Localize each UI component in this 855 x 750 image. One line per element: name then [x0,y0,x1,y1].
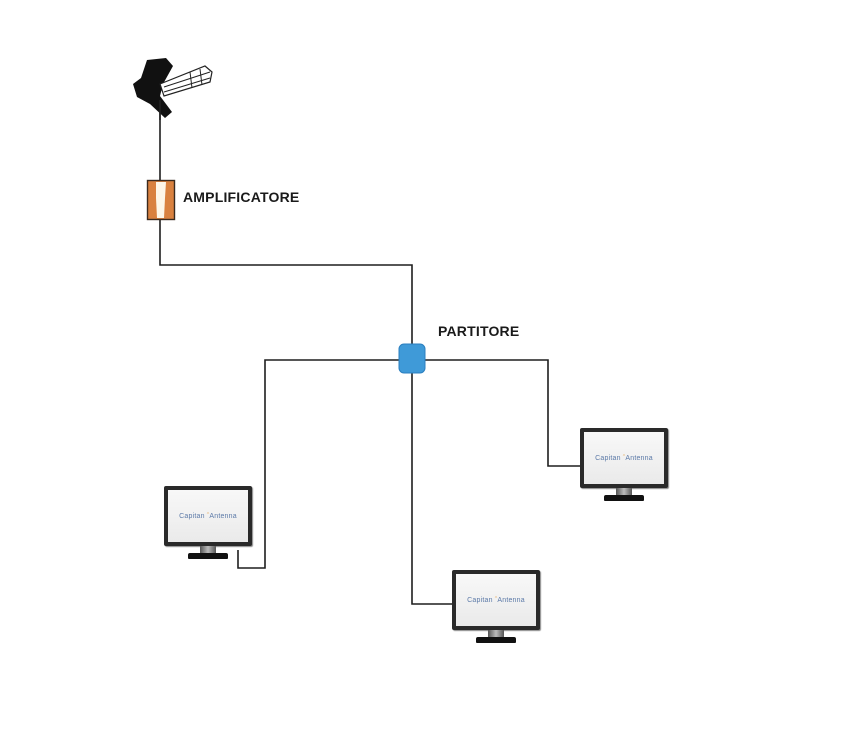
monitor-stand [604,495,644,501]
monitor-stand [476,637,516,643]
splitter-label: PARTITORE [438,323,520,339]
monitor-screen: Capitan ˆAntenna [584,432,664,484]
brand-accent: ˆ [622,454,626,462]
monitor-screen: Capitan ˆAntenna [456,574,536,626]
brand-first-word: Capitan [179,512,207,520]
brand-first-word: Capitan [595,454,623,462]
cable-splitter-to-tv-right [425,359,581,467]
cable-amplifier-to-splitter [159,220,413,345]
brand-accent: ˆ [206,512,210,520]
splitter-icon [398,343,426,374]
brand-accent: ˆ [494,596,498,604]
tv-brand-logo: Capitan ˆAntenna [595,455,653,462]
monitor-screen: Capitan ˆAntenna [168,490,248,542]
monitor-stand [188,553,228,559]
tv-antenna-icon [133,58,213,120]
tv-monitor-left: Capitan ˆAntenna [164,486,256,568]
amplifier-label: AMPLIFICATORE [183,189,300,205]
brand-first-word: Capitan [467,596,495,604]
brand-second-word: Antenna [497,596,525,604]
monitor-frame: Capitan ˆAntenna [452,570,540,630]
cables [159,112,581,605]
brand-second-word: Antenna [625,454,653,462]
monitor-frame: Capitan ˆAntenna [164,486,252,546]
tv-brand-logo: Capitan ˆAntenna [467,597,525,604]
monitor-neck [200,546,216,554]
monitor-neck [616,488,632,496]
brand-second-word: Antenna [209,512,237,520]
cable-splitter-to-tv-left [237,359,399,569]
tv-brand-logo: Capitan ˆAntenna [179,513,237,520]
monitor-neck [488,630,504,638]
monitor-frame: Capitan ˆAntenna [580,428,668,488]
tv-monitor-right: Capitan ˆAntenna [580,428,672,510]
amplifier-icon [146,179,176,221]
cable-splitter-to-tv-bottom [411,373,453,605]
tv-monitor-bottom: Capitan ˆAntenna [452,570,544,652]
